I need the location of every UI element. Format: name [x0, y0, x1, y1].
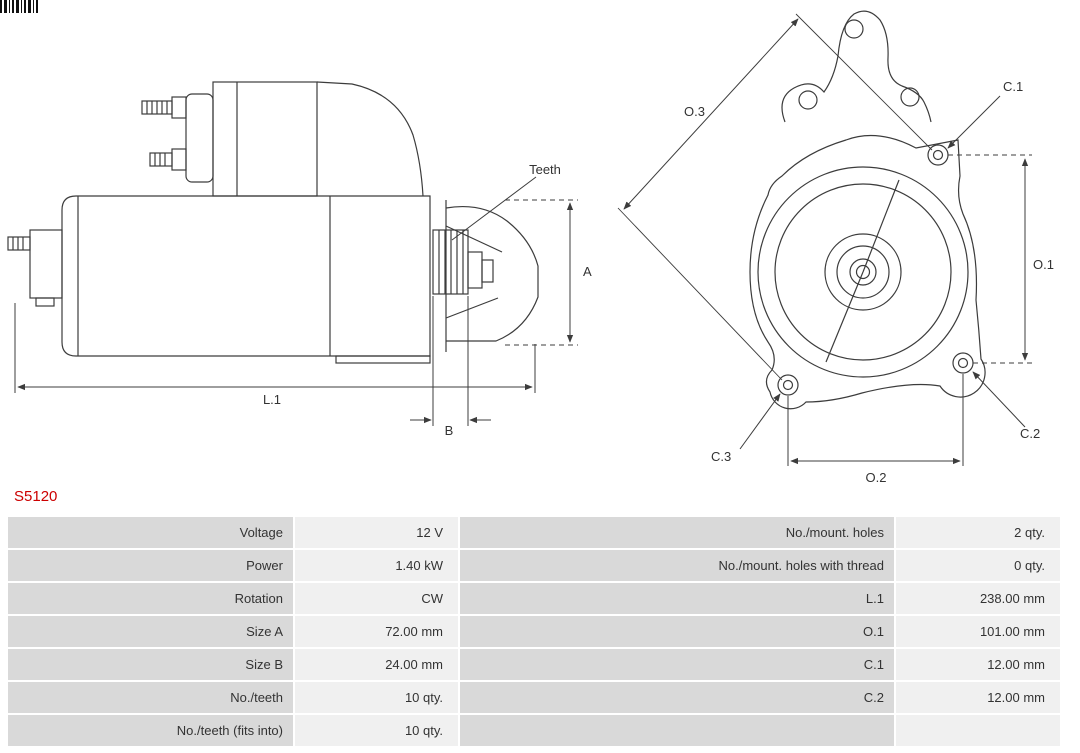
spec-value — [896, 715, 1060, 746]
spec-value: 24.00 mm — [295, 649, 458, 680]
spec-label: L.1 — [460, 583, 894, 614]
spec-label: C.2 — [460, 682, 894, 713]
spec-value: 12 V — [295, 517, 458, 548]
spec-label: C.1 — [460, 649, 894, 680]
spec-value: CW — [295, 583, 458, 614]
spec-value: 72.00 mm — [295, 616, 458, 647]
starter-motor-side-outline — [7, 81, 539, 364]
spec-label — [460, 715, 894, 746]
barcode-icon — [0, 0, 38, 13]
spec-label: No./mount. holes with thread — [460, 550, 894, 581]
spec-label: No./mount. holes — [460, 517, 894, 548]
spec-label: Size B — [8, 649, 293, 680]
side-view-dimensions — [14, 176, 578, 426]
spec-label: Size A — [8, 616, 293, 647]
spec-label: Voltage — [8, 517, 293, 548]
dim-l1-label: L.1 — [263, 392, 281, 407]
part-number: S5120 — [14, 488, 58, 505]
spec-value: 10 qty. — [295, 715, 458, 746]
dim-c1-label: C.1 — [1003, 79, 1023, 94]
spec-label: No./teeth — [8, 682, 293, 713]
spec-value: 12.00 mm — [896, 649, 1060, 680]
dim-b-label: B — [445, 423, 454, 438]
dim-a-label: A — [583, 264, 592, 279]
dim-c3-label: C.3 — [711, 449, 731, 464]
spec-label: Power — [8, 550, 293, 581]
spec-table: Voltage 12 V No./mount. holes 2 qty. Pow… — [8, 517, 1060, 746]
side-view-drawing: Teeth A L.1 B — [7, 81, 592, 438]
front-view-dimensions — [617, 13, 1032, 466]
dim-o3-label: O.3 — [684, 104, 705, 119]
spec-label: O.1 — [460, 616, 894, 647]
spec-value: 2 qty. — [896, 517, 1060, 548]
dim-o1-label: O.1 — [1033, 257, 1054, 272]
spec-value: 1.40 kW — [295, 550, 458, 581]
front-view-drawing: O.3 O.1 O.2 C.1 C.2 C.3 — [617, 10, 1054, 485]
teeth-label: Teeth — [529, 162, 561, 177]
dim-o2-label: O.2 — [866, 470, 887, 485]
spec-value: 101.00 mm — [896, 616, 1060, 647]
starter-motor-front-outline — [749, 10, 986, 410]
spec-value: 10 qty. — [295, 682, 458, 713]
spec-value: 238.00 mm — [896, 583, 1060, 614]
spec-label: No./teeth (fits into) — [8, 715, 293, 746]
spec-label: Rotation — [8, 583, 293, 614]
spec-value: 0 qty. — [896, 550, 1060, 581]
spec-value: 12.00 mm — [896, 682, 1060, 713]
dim-c2-label: C.2 — [1020, 426, 1040, 441]
